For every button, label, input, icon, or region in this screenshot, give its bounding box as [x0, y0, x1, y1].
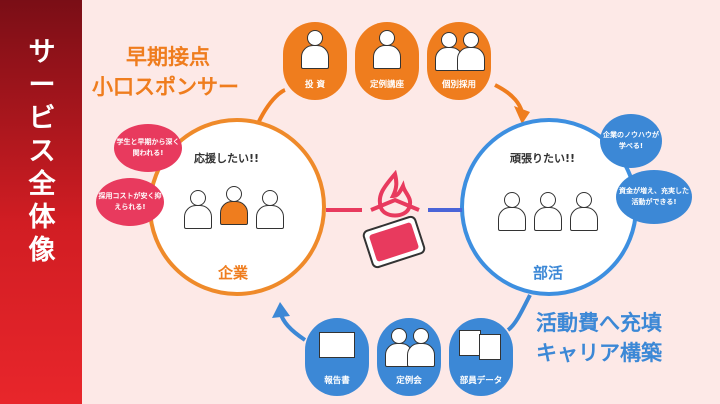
title-char: 像: [28, 235, 56, 266]
title-char: ビ: [28, 103, 56, 134]
investor-icon: [299, 30, 331, 70]
top-heading: 早期接点 小口スポンサー: [92, 42, 239, 102]
company-phrase: 応援したい!!: [194, 152, 260, 165]
bubble-report: 報告書: [305, 318, 369, 396]
club-speech-1: 企業のノウハウが学べる!: [600, 114, 662, 168]
bottom-arrowhead: [272, 302, 290, 318]
bubble-investment: 投 資: [283, 22, 347, 100]
profile-card-icon: [479, 334, 501, 360]
club-person-icon: [568, 192, 600, 232]
company-person-icon: [254, 190, 286, 230]
bubble-label: 部員データ: [459, 376, 503, 386]
club-speech-2: 資金が増え、充実した活動ができる!: [616, 170, 692, 224]
sidebar-title: サ ー ビ ス 全 体 像: [22, 36, 62, 267]
person-icon: [405, 328, 437, 368]
top-arrowhead: [514, 106, 530, 124]
club-person-icon: [496, 192, 528, 232]
bubble-label: 定例講座: [369, 80, 404, 90]
connector-right: [428, 208, 462, 212]
company-person-icon: [182, 190, 214, 230]
member-data-icon: [459, 330, 481, 356]
bottom-heading-line1: 活動費へ充填: [536, 311, 662, 335]
title-char: 全: [28, 169, 56, 200]
bubble-meeting: 定例会: [377, 318, 441, 396]
bubble-member-data: 部員データ: [449, 318, 513, 396]
bubble-lecture: 定例講座: [355, 22, 419, 100]
club-person-icon: [532, 192, 564, 232]
company-speech-1: 学生と早期から深く関われる!: [114, 124, 182, 172]
company-name: 企業: [218, 264, 249, 282]
connector-left: [326, 208, 362, 212]
title-char: サ: [28, 37, 56, 68]
sidebar-panel: サ ー ビ ス 全 体 像: [0, 0, 82, 404]
bottom-right-arc: [506, 294, 532, 332]
title-char: ス: [28, 136, 56, 167]
bubble-hiring: 個別採用: [427, 22, 491, 100]
club-phrase: 頑張りたい!!: [510, 152, 576, 165]
lecture-icon: [371, 30, 403, 70]
bottom-heading-line2: キャリア構築: [536, 341, 662, 365]
company-speech-2: 採用コストが安く抑えられる!: [96, 178, 164, 226]
bubble-label: 個別採用: [441, 80, 476, 90]
company-person-icon: [218, 186, 250, 226]
club-name: 部活: [533, 264, 564, 282]
bubble-label: 定例会: [396, 376, 422, 386]
top-heading-line2: 小口スポンサー: [92, 75, 239, 99]
bubble-label: 投 資: [305, 80, 325, 90]
title-char: ー: [28, 70, 56, 101]
title-char: 体: [28, 202, 56, 233]
bottom-heading: 活動費へ充填 キャリア構築: [536, 308, 662, 368]
flame-logo-icon: [370, 170, 420, 218]
person-icon: [455, 32, 487, 72]
top-heading-line1: 早期接点: [126, 45, 210, 69]
bubble-label: 報告書: [324, 376, 350, 386]
report-icon: [319, 332, 355, 358]
